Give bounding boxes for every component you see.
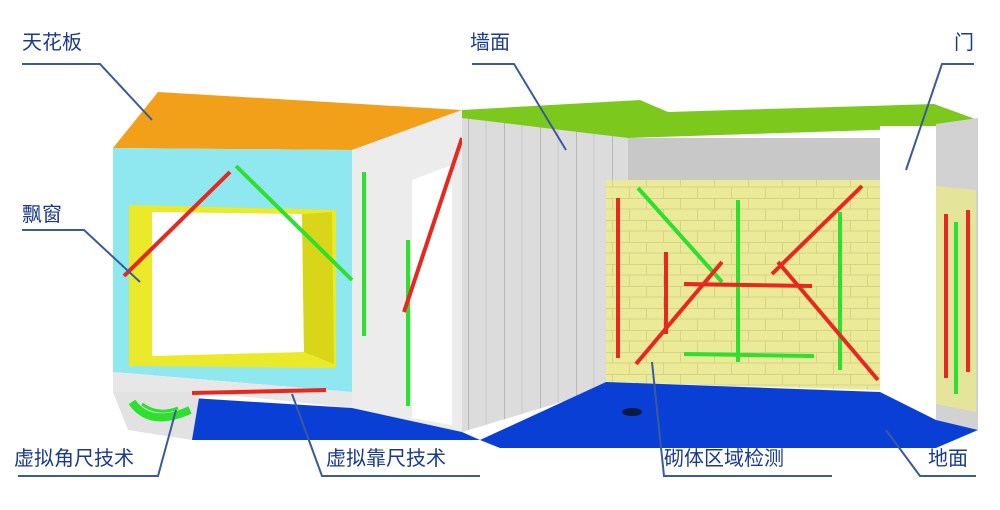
label-door: 门 xyxy=(954,30,974,54)
leader-virtual-square xyxy=(18,409,177,477)
label-floor: 地面 xyxy=(928,446,968,470)
ceiling-orange-surface xyxy=(113,92,462,150)
ruler-red-diag-2 xyxy=(770,184,864,276)
window-frame-side xyxy=(302,212,334,364)
leader-wall xyxy=(472,63,567,151)
back-wall-upper xyxy=(628,138,880,180)
label-virtual-ruler: 虚拟靠尺技术 xyxy=(326,446,446,470)
window-opening xyxy=(152,212,304,356)
label-masonry-detection: 砌体区域检测 xyxy=(664,446,784,470)
bay-sill xyxy=(113,372,352,408)
leader-masonry xyxy=(651,361,832,477)
ruler-red-diagonal-side xyxy=(402,137,464,313)
floor-drain-shadow xyxy=(622,408,642,416)
ruler-green-diagonal-window xyxy=(234,164,354,282)
leader-virtual-ruler xyxy=(291,393,480,477)
ruler-red-diag-1 xyxy=(634,260,724,366)
doorway-right xyxy=(880,126,936,420)
ruler-red-sill xyxy=(191,388,327,395)
right-room xyxy=(462,100,978,448)
virtual-square-marker xyxy=(128,399,192,422)
floor-left xyxy=(192,398,480,440)
left-room-doorway xyxy=(412,165,452,425)
left-room xyxy=(113,92,480,440)
ruler-red-diag-3 xyxy=(776,260,880,382)
leader-door xyxy=(905,63,974,171)
ruler-red-horizontal xyxy=(683,282,813,288)
label-ceiling: 天花板 xyxy=(22,30,82,54)
floor-right xyxy=(480,382,978,448)
label-virtual-square: 虚拟角尺技术 xyxy=(14,446,134,470)
ruler-green-horizontal xyxy=(683,352,815,358)
label-wall: 墙面 xyxy=(470,30,510,54)
leader-lines xyxy=(18,63,976,477)
label-bay-window: 飘窗 xyxy=(22,202,62,226)
leader-bay-window xyxy=(22,229,141,283)
ruler-red-diagonal-window xyxy=(122,170,232,278)
ceiling-green-surface xyxy=(462,100,978,138)
leader-ceiling xyxy=(22,63,153,121)
ruler-green-diag xyxy=(636,186,724,284)
leader-floor xyxy=(885,429,976,477)
right-room-left-wall xyxy=(462,118,628,432)
